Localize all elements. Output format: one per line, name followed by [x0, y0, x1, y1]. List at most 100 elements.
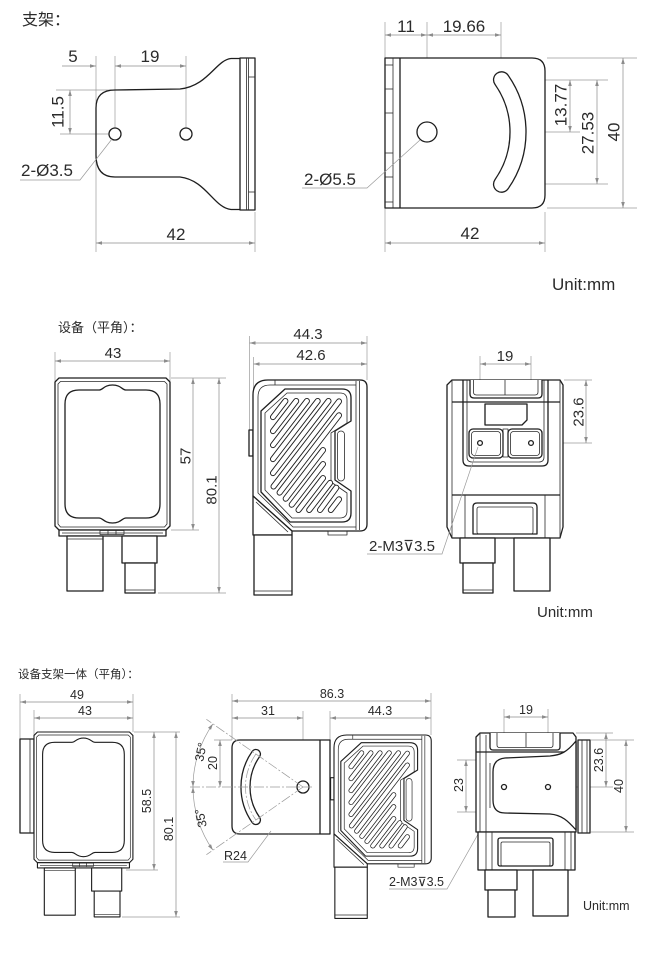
- dimension-arrowhead: [385, 241, 391, 245]
- arc-slot: [492, 71, 527, 193]
- dimension-arrowhead: [539, 241, 545, 245]
- dim-hole-height: 23.6: [571, 397, 588, 426]
- dimension-arrowhead: [624, 826, 628, 832]
- fin-inner: [289, 462, 326, 507]
- slot-radius: R24: [224, 849, 247, 863]
- pad-divider: [502, 428, 509, 458]
- dim-hole-height: 11.5: [49, 96, 68, 128]
- mounting-hole: [179, 127, 193, 141]
- dimension-arrowhead: [174, 732, 178, 738]
- fin-inner: [270, 398, 331, 476]
- dimension-arrowhead: [208, 723, 213, 730]
- device-side-view-dims: 44.3 42.6: [249, 326, 368, 430]
- label-plate: [484, 403, 528, 426]
- dim-total-length: 86.3: [320, 687, 344, 701]
- dim-hole-offset: 20: [206, 756, 220, 770]
- dimension-arrowhead: [297, 716, 303, 720]
- dimension-arrowhead: [90, 64, 96, 68]
- top-band-inner: [473, 380, 539, 396]
- assembly-front-view: 49 43 58.5 80.1: [19, 688, 180, 918]
- dimension-arrowhead: [180, 64, 186, 68]
- dimension-arrowhead: [164, 359, 170, 363]
- dimension-arrowhead: [191, 524, 195, 530]
- callout-leader: [302, 139, 421, 189]
- lower-recess-inner: [500, 841, 551, 867]
- dimension-arrowhead: [464, 760, 468, 766]
- dimension-arrowhead: [504, 715, 510, 719]
- dimension-arrowhead: [232, 716, 238, 720]
- dimension-arrowhead: [542, 715, 548, 719]
- device-side-view: [248, 379, 368, 596]
- connector: [253, 534, 293, 596]
- device-back-view: [446, 379, 564, 594]
- fin-inner: [277, 413, 342, 495]
- bracket-plate-outline: [231, 739, 331, 835]
- bracket-plate-edge: [19, 738, 35, 834]
- fin-panel: [264, 392, 348, 519]
- dim-bracket-length: 31: [261, 704, 275, 718]
- dimension-arrowhead: [385, 33, 391, 37]
- dimension-arrowhead: [55, 359, 61, 363]
- dim-total-height: 80.1: [162, 817, 176, 841]
- threaded-hole: [527, 439, 535, 447]
- dim-body-height: 58.5: [140, 789, 154, 813]
- fin-inner: [270, 398, 320, 462]
- section-title: 设备支架一体（平角）：: [18, 667, 139, 681]
- dim-length: 42: [461, 224, 480, 243]
- dim-bracket-height: 40: [612, 779, 626, 793]
- section-title: 支架：: [22, 11, 70, 29]
- unit-label: Unit:mm: [537, 604, 593, 621]
- dim-length: 42: [167, 225, 186, 244]
- dim-hole-to-slot: 19.66: [443, 17, 486, 36]
- dim-total-height: 80.1: [204, 475, 221, 504]
- fin-inner: [270, 398, 288, 420]
- dimension-arrowhead: [464, 806, 468, 812]
- bracket-left-view: 5 19 11.5 42 2-Ø3.5: [20, 47, 256, 252]
- dimension-arrowhead: [191, 378, 195, 384]
- dimension-arrowhead: [621, 202, 625, 208]
- dimension-arrowhead: [232, 699, 238, 703]
- dimension-arrowhead: [604, 733, 608, 739]
- bracket-plate-outline: [384, 57, 546, 209]
- bracket-overlay: [492, 740, 577, 831]
- dim-width: 43: [105, 345, 122, 362]
- mount-pad-left: [468, 428, 504, 459]
- bracket-arm-outline: [95, 57, 240, 211]
- device-window: [64, 384, 161, 524]
- dimension-arrowhead: [68, 128, 72, 134]
- dimension-arrowhead: [595, 80, 599, 86]
- dimension-arrowhead: [495, 33, 501, 37]
- dimension-arrowhead: [584, 437, 588, 443]
- threaded-hole: [500, 783, 508, 791]
- dimension-arrowhead: [621, 58, 625, 64]
- angle-ray-upper: [206, 719, 304, 788]
- inner-ring: [257, 384, 356, 528]
- mounting-hole: [108, 127, 122, 141]
- dimension-arrowhead: [480, 362, 486, 366]
- dimension-arrowhead: [604, 781, 608, 787]
- dimension-arrowhead: [421, 33, 427, 37]
- dim-body-depth: 42.6: [296, 347, 325, 364]
- dimension-arrowhead: [20, 700, 26, 704]
- device-bezel: [57, 381, 168, 528]
- callout-leader: [367, 446, 479, 555]
- chamfer-line: [255, 501, 289, 533]
- connector-left: [66, 535, 104, 592]
- dimension-arrowhead: [595, 178, 599, 184]
- bottom-foot: [327, 530, 348, 536]
- dimension-arrowhead: [127, 700, 133, 704]
- top-band: [489, 733, 561, 751]
- dim-body-width: 43: [78, 704, 92, 718]
- dimension-arrowhead: [624, 740, 628, 746]
- section-device: 设备（平角）： 43 57 80.1 44.3 42: [54, 320, 593, 621]
- dim-edge-to-hole: 11: [397, 17, 415, 36]
- angle-upper: 35°: [192, 741, 210, 762]
- connector-left-lower: [487, 889, 516, 918]
- dim-device-depth: 44.3: [368, 704, 392, 718]
- dim-slot-half-span: 13.77: [552, 84, 571, 127]
- fin-inner: [271, 399, 342, 489]
- dimension-arrowhead: [152, 732, 156, 738]
- dimension-arrowhead: [425, 716, 431, 720]
- pivot-hole: [416, 121, 438, 143]
- dim-height: 40: [605, 123, 624, 142]
